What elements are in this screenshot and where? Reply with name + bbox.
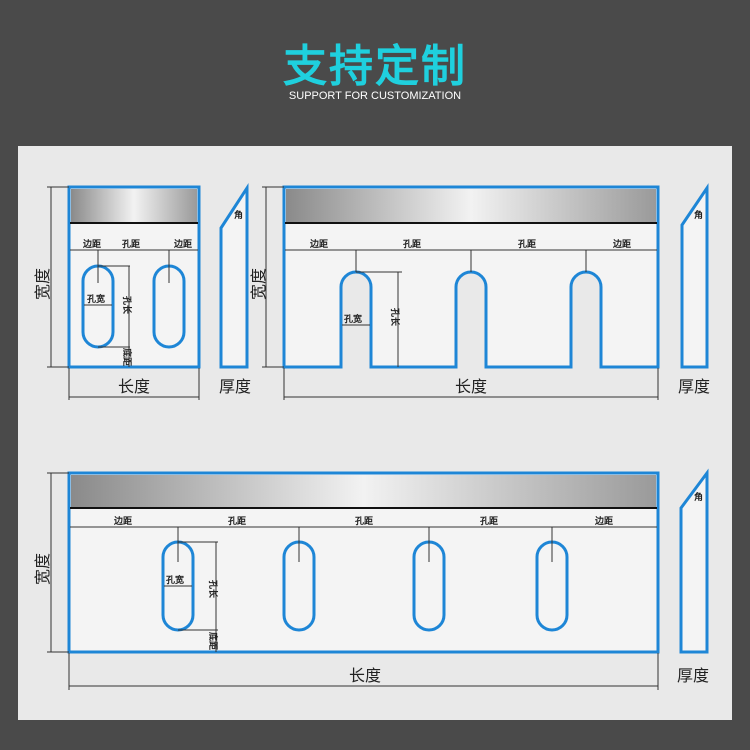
bottom-distance-label: 底距 <box>207 632 219 650</box>
blade-diagram-1: 边距 孔距 边距 孔宽 孔长 底距 宽度 长度 角 厚度 <box>33 182 251 400</box>
hole-width-label: 孔宽 <box>344 313 362 325</box>
hole-distance-label: 孔距 <box>480 515 498 527</box>
blade-diagram-3: 边距 孔距 孔距 孔距 边距 孔宽 孔长 底距 宽度 长度 角 厚度 <box>33 468 709 690</box>
hole-distance-label: 孔距 <box>122 238 140 250</box>
blade-outline <box>282 185 660 369</box>
length-label: 长度 <box>118 377 150 396</box>
thickness-label: 厚度 <box>677 666 709 685</box>
edge-distance-label: 边距 <box>82 238 101 250</box>
bottom-distance-label: 底距 <box>121 348 133 366</box>
page-subtitle: SUPPORT FOR CUSTOMIZATION <box>288 90 462 102</box>
edge-distance-label: 边距 <box>113 515 132 527</box>
hole-width-label: 孔宽 <box>87 293 105 305</box>
hole-length-label: 孔长 <box>121 296 133 315</box>
hole-width-label: 孔宽 <box>166 574 184 586</box>
page-title: 支持定制 <box>283 41 467 92</box>
blade-edge-bevel <box>286 189 656 222</box>
edge-distance-label: 边距 <box>612 238 631 250</box>
edge-distance-label: 边距 <box>594 515 613 527</box>
blade-side-profile <box>679 468 709 654</box>
edge-distance-label: 边距 <box>173 238 192 250</box>
angle-label: 角 <box>694 209 703 221</box>
angle-label: 角 <box>234 209 243 221</box>
blade-edge-bevel <box>71 189 197 222</box>
hole-length-label: 孔长 <box>389 308 401 327</box>
thickness-label: 厚度 <box>678 377 710 396</box>
length-label: 长度 <box>349 666 381 685</box>
width-label: 宽度 <box>33 268 52 300</box>
hole-distance-label: 孔距 <box>228 515 246 527</box>
hole-distance-label: 孔距 <box>403 238 421 250</box>
blade-diagram-2: 边距 孔距 孔距 边距 孔宽 孔长 宽度 长度 角 厚度 <box>249 183 710 400</box>
angle-label: 角 <box>694 491 703 503</box>
blade-edge-bevel <box>71 475 656 507</box>
hole-distance-label: 孔距 <box>355 515 373 527</box>
blade-side-profile <box>219 182 249 369</box>
thickness-label: 厚度 <box>219 377 251 396</box>
hole-length-label: 孔长 <box>207 580 219 599</box>
blade-side-profile <box>680 183 709 369</box>
width-label: 宽度 <box>249 268 268 300</box>
length-label: 长度 <box>455 377 487 396</box>
edge-distance-label: 边距 <box>309 238 328 250</box>
width-label: 宽度 <box>33 553 52 585</box>
hole-distance-label: 孔距 <box>518 238 536 250</box>
